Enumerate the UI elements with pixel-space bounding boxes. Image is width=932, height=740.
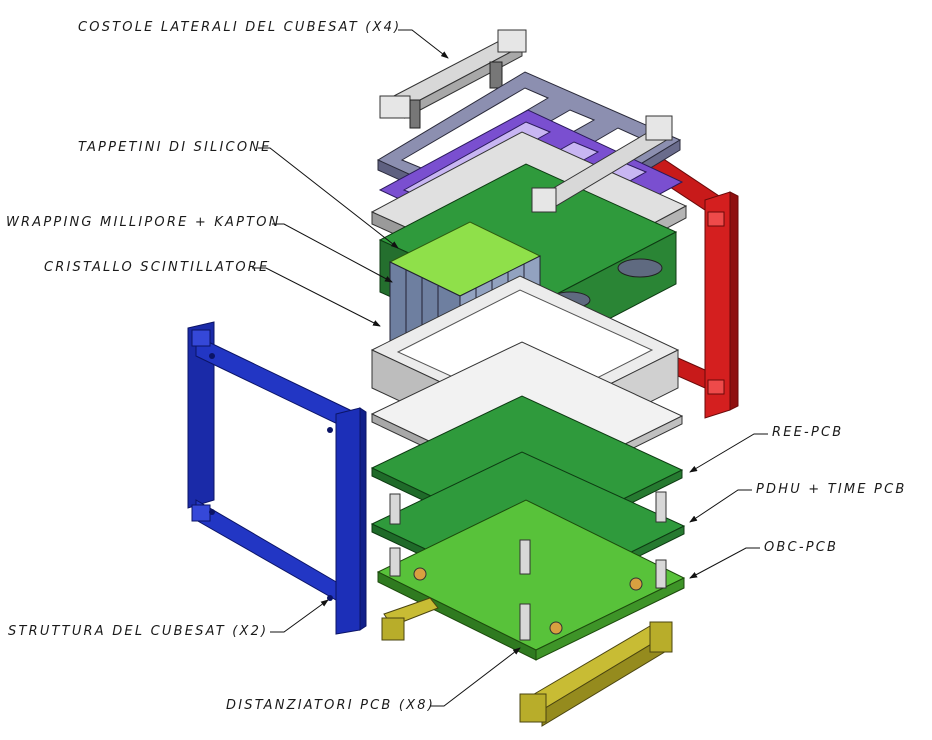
obc-pcb: [376, 499, 686, 661]
blue-structure-frame: [187, 321, 367, 635]
label-distanziatori: DISTANZIATORI PCB (X8): [226, 698, 436, 713]
label-pdhu-time-pcb: PDHU + TIME PCB: [756, 482, 907, 497]
label-ree-pcb: REE-PCB: [772, 425, 844, 440]
label-cristallo-scintillatore: CRISTALLO SCINTILLATORE: [44, 260, 270, 275]
pcb-spacers: [389, 491, 667, 641]
label-struttura-cubesat: STRUTTURA DEL CUBESAT (X2): [8, 624, 269, 639]
label-tappetini-silicone: TAPPETINI DI SILICONE: [78, 140, 272, 155]
gray-top-rib-back: [379, 29, 527, 129]
olive-brackets: [381, 597, 673, 727]
label-wrapping: WRAPPING MILLIPORE + KAPTON: [6, 215, 281, 230]
leader-lines: [252, 29, 768, 707]
label-costole-laterali: COSTOLE LATERALI DEL CUBESAT (X4): [78, 20, 402, 35]
label-obc-pcb: OBC-PCB: [764, 540, 839, 555]
gray-top-rib-front: [531, 115, 673, 213]
